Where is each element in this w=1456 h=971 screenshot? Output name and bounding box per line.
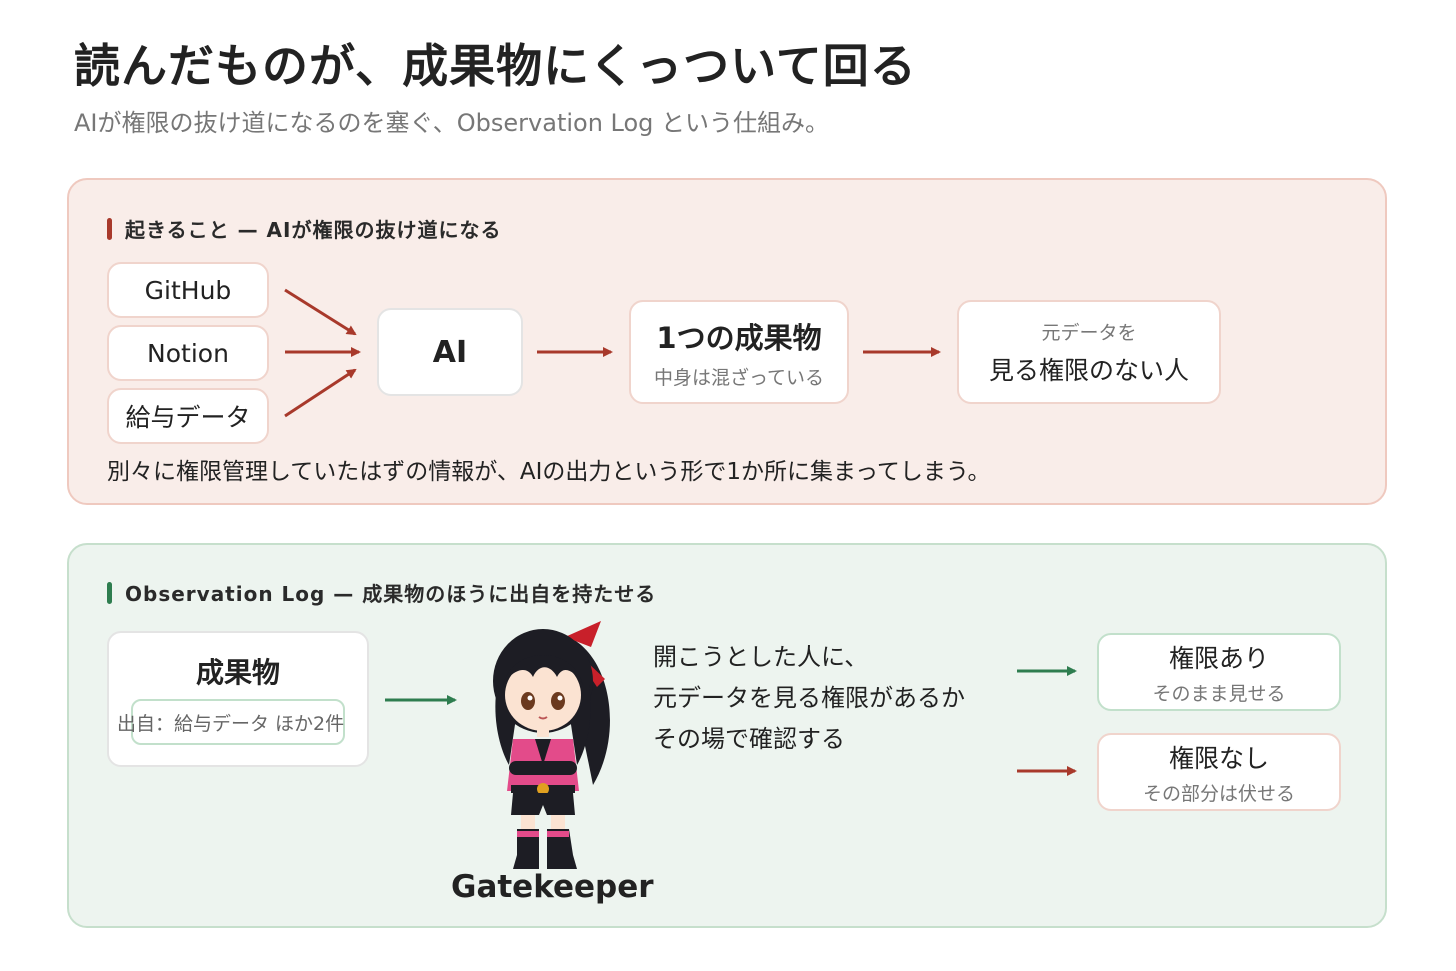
gatekeeper-label: Gatekeeper (451, 869, 654, 905)
artifact-title: 成果物 (195, 656, 280, 689)
problem-caption: 別々に権限管理していたはずの情報が、AIの出力という形で1か所に集まってしまう。 (107, 459, 991, 485)
permission-granted-subtitle: そのまま見せる (1152, 682, 1286, 705)
ai-box: AI (377, 308, 523, 396)
check-line-3: その場で確認する (653, 725, 845, 753)
problem-panel: 起きること — AIが権限の抜け道になる GitHub Notion 給与データ… (67, 178, 1387, 505)
gatekeeper-character (493, 621, 610, 869)
mixed-artifact-subtitle: 中身は混ざっている (653, 366, 825, 389)
source-notion-label: Notion (147, 338, 229, 368)
arrow-payroll-to-ai (284, 368, 357, 418)
source-github: GitHub (107, 262, 269, 318)
check-line-2: 元データを見る権限があるか (653, 684, 965, 712)
origin-tag (131, 699, 345, 745)
source-payroll-label: 給与データ (125, 403, 251, 432)
mixed-artifact-title: 1つの成果物 (656, 320, 822, 355)
source-payroll: 給与データ (107, 388, 269, 444)
solution-heading: Observation Log — 成果物のほうに出自を持たせる (125, 582, 657, 606)
solution-accent-bar (107, 582, 112, 604)
solution-panel: Observation Log — 成果物のほうに出自を持たせる 成果物 出自：… (67, 543, 1387, 928)
viewer-main-label: 見る権限のない人 (988, 355, 1189, 385)
check-line-1: 開こうとした人に、 (653, 643, 869, 671)
check-description: 開こうとした人に、 元データを見る権限があるか その場で確認する (653, 637, 965, 760)
artifact-with-origin-box: 成果物 出自：給与データ ほか2件 (107, 631, 369, 767)
source-notion: Notion (107, 325, 269, 381)
viewer-top-label: 元データを (1041, 321, 1137, 344)
unauthorized-viewer-box: 元データを 見る権限のない人 (957, 300, 1221, 404)
permission-denied-title: 権限なし (1168, 743, 1269, 773)
permission-denied-subtitle: その部分は伏せる (1142, 782, 1295, 805)
ai-label: AI (432, 334, 468, 370)
source-github-label: GitHub (144, 275, 232, 305)
arrow-github-to-ai (284, 288, 357, 336)
mixed-artifact-box: 1つの成果物 中身は混ざっている (629, 300, 849, 404)
permission-denied-box: 権限なし その部分は伏せる (1097, 733, 1341, 811)
page-subtitle: AIが権限の抜け道になるのを塞ぐ、Observation Log という仕組み。 (74, 109, 830, 137)
page-title: 読んだものが、成果物にくっついて回る (74, 39, 917, 93)
origin-tag-label: 出自：給与データ ほか2件 (117, 713, 345, 735)
problem-heading: 起きること — AIが権限の抜け道になる (125, 218, 502, 242)
problem-accent-bar (107, 218, 112, 240)
permission-granted-title: 権限あり (1168, 643, 1269, 673)
permission-granted-box: 権限あり そのまま見せる (1097, 633, 1341, 711)
